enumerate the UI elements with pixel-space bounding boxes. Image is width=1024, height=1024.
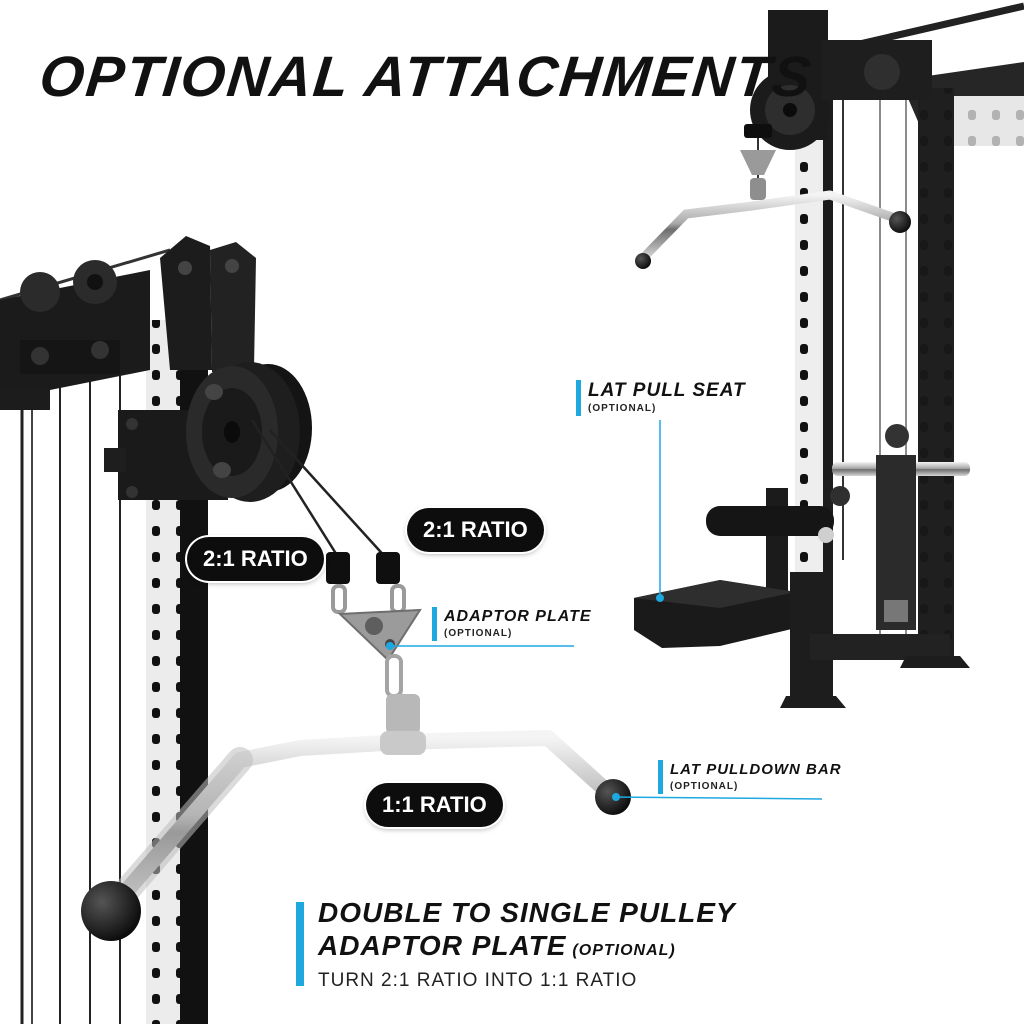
ratio-label-right-upper: 2:1 RATIO [407, 508, 544, 552]
caption-line-2: ADAPTOR PLATE (OPTIONAL) [318, 929, 736, 967]
accent-bar [576, 380, 581, 416]
callout-leaders [390, 420, 823, 800]
caption-line-1: DOUBLE TO SINGLE PULLEY [318, 897, 736, 928]
ratio-label-left-upper: 2:1 RATIO [187, 537, 324, 581]
accent-bar [296, 902, 304, 986]
callout-optional: (OPTIONAL) [670, 781, 739, 792]
callout-lat-pull-seat: LAT PULL SEAT (OPTIONAL) [576, 380, 746, 416]
callout-title: LAT PULLDOWN BAR [670, 761, 842, 778]
caption-line-2-text: ADAPTOR PLATE [318, 930, 567, 961]
callout-title: ADAPTOR PLATE [444, 608, 592, 625]
caption-optional: (OPTIONAL) [572, 942, 676, 959]
caption-line-3: TURN 2:1 RATIO INTO 1:1 RATIO [318, 970, 638, 991]
accent-bar [432, 607, 437, 641]
caption-block: DOUBLE TO SINGLE PULLEY ADAPTOR PLATE (OP… [296, 896, 736, 992]
accent-bar [658, 760, 663, 794]
callout-optional: (OPTIONAL) [588, 403, 657, 414]
callout-adaptor-plate: ADAPTOR PLATE (OPTIONAL) [432, 607, 592, 641]
left-rack [0, 236, 631, 1024]
callout-title: LAT PULL SEAT [588, 380, 746, 401]
callout-optional: (OPTIONAL) [444, 628, 513, 639]
callout-lat-pulldown-bar: LAT PULLDOWN BAR (OPTIONAL) [658, 760, 842, 794]
callout-dots [386, 594, 664, 801]
right-tower [634, 2, 1024, 708]
ratio-label-lower: 1:1 RATIO [366, 783, 503, 827]
page-title: OPTIONAL ATTACHMENTS [36, 45, 816, 109]
